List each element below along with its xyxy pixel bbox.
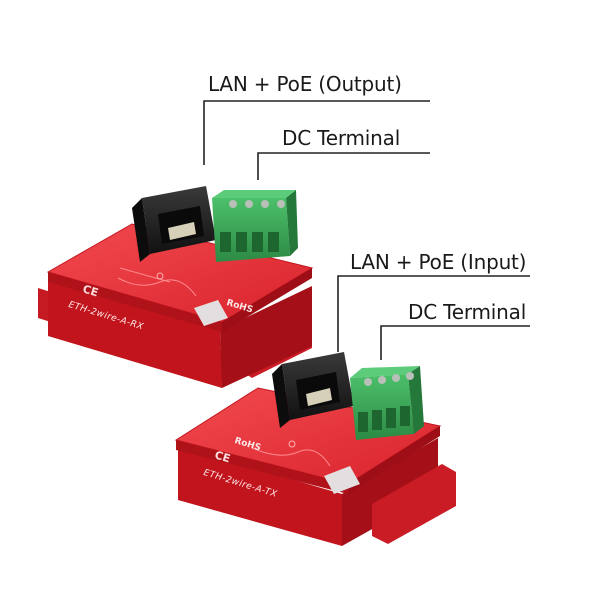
tx-label-pad	[324, 466, 360, 494]
tx-enclosure-left	[178, 446, 342, 546]
tx-ce-mark: CE	[213, 448, 232, 465]
tx-enclosure-right-ear	[372, 464, 456, 544]
tx-device: CE	[174, 352, 456, 546]
label-lan-poe-input: LAN + PoE (Input)	[350, 250, 527, 274]
label-dc-terminal-top: DC Terminal	[282, 126, 401, 150]
label-dc-terminal-bottom: DC Terminal	[408, 300, 527, 324]
rx-label-pad	[194, 300, 228, 326]
leader-bot-lan	[337, 275, 530, 352]
rx-ce-mark: CE	[81, 282, 100, 299]
leader-lines	[203, 100, 530, 360]
rx-device: CE	[38, 186, 314, 388]
leader-top-dc	[257, 152, 430, 180]
tx-enclosure-right	[342, 438, 438, 546]
label-lan-poe-output: LAN + PoE (Output)	[208, 72, 402, 96]
rx-dc-terminal	[212, 198, 290, 262]
leader-bot-dc	[380, 325, 530, 360]
leader-top-lan	[203, 100, 430, 165]
